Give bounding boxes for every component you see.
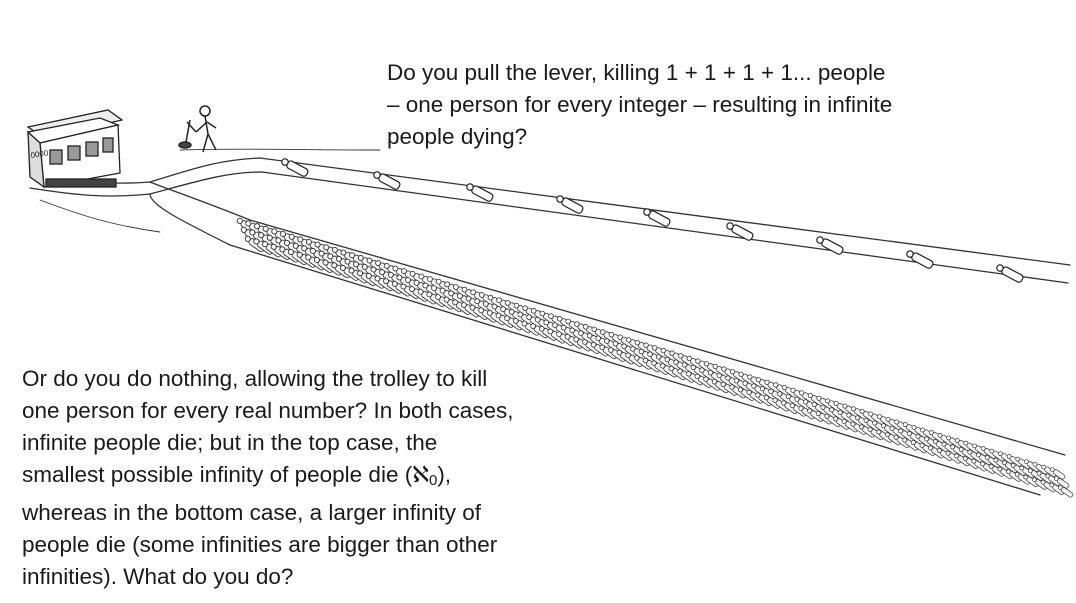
upper-track-rail xyxy=(149,157,1071,266)
bottom-caption-line: infinite people die; but in the top case… xyxy=(22,430,438,455)
lower-track-rail xyxy=(149,181,1066,456)
tied-person xyxy=(1050,467,1066,480)
tied-person xyxy=(1032,477,1048,490)
tied-person xyxy=(281,158,309,177)
lower-track-crowd xyxy=(236,217,1074,498)
bottom-caption-line: Or do you do nothing, allowing the troll… xyxy=(22,366,488,391)
tied-person xyxy=(772,397,790,412)
tied-person xyxy=(1014,472,1031,485)
bottom-caption-line: whereas in the bottom case, a larger inf… xyxy=(22,500,481,525)
top-caption: Do you pull the lever, killing 1 + 1 + 1… xyxy=(387,57,892,153)
tied-person xyxy=(816,395,834,410)
bottom-caption-line-aleph: smallest possible infinity of people die… xyxy=(22,459,514,497)
bottom-caption-line: one person for every real number? In bot… xyxy=(22,398,514,423)
lever-operator xyxy=(186,105,217,153)
tied-person xyxy=(837,409,855,424)
trolley-number-plate: 0000 xyxy=(30,149,49,160)
tied-person xyxy=(703,376,721,391)
tied-person xyxy=(928,430,945,444)
bottom-caption-line: infinities). What do you do? xyxy=(22,564,294,589)
aleph-symbol: ℵ xyxy=(412,462,429,487)
tied-person xyxy=(972,443,988,457)
top-caption-line: people dying? xyxy=(387,124,528,149)
bottom-caption-line: people die (some infinities are bigger t… xyxy=(22,532,498,557)
tied-person xyxy=(1015,456,1031,470)
tied-person xyxy=(876,429,893,443)
tied-person xyxy=(789,403,807,417)
tied-person xyxy=(1028,468,1044,481)
tied-person xyxy=(737,387,756,401)
upper-track-rail xyxy=(149,171,1069,284)
tied-person xyxy=(988,464,1005,477)
tied-person xyxy=(850,421,867,435)
tied-person xyxy=(829,407,846,421)
tied-person xyxy=(556,195,584,214)
tied-person xyxy=(1032,461,1049,475)
tied-person xyxy=(1045,473,1061,486)
tied-person xyxy=(1036,470,1053,484)
bottom-caption: Or do you do nothing, allowing the troll… xyxy=(22,363,514,593)
trolley: 0000 xyxy=(26,109,124,189)
tied-person xyxy=(373,171,401,190)
tied-person xyxy=(893,434,910,448)
tied-person xyxy=(1010,463,1027,476)
upper-track-people xyxy=(281,158,1024,283)
tied-person xyxy=(996,264,1024,283)
ground-line xyxy=(179,148,381,151)
tied-person xyxy=(967,449,984,463)
tied-person xyxy=(726,222,754,241)
tied-person xyxy=(906,431,924,445)
tied-person xyxy=(902,422,920,436)
top-caption-line: Do you pull the lever, killing 1 + 1 + 1… xyxy=(387,60,886,85)
tied-person xyxy=(1006,469,1022,482)
top-caption-line: – one person for every integer – resulti… xyxy=(387,92,893,117)
tied-person xyxy=(1054,476,1070,489)
tied-person xyxy=(816,236,844,255)
tied-person xyxy=(1058,485,1074,498)
ground-line xyxy=(39,199,161,233)
tied-person xyxy=(643,208,671,227)
tied-person xyxy=(466,183,494,202)
aleph-line-before: smallest possible infinity of people die… xyxy=(22,462,413,487)
aleph-line-after: ), xyxy=(437,462,452,487)
tied-person xyxy=(950,444,967,458)
lever-icon xyxy=(178,119,192,149)
tied-person xyxy=(906,250,934,269)
tied-person xyxy=(720,381,738,396)
tied-person xyxy=(954,453,971,467)
lower-track-rail xyxy=(149,193,1041,496)
main-track-rail xyxy=(29,187,151,197)
aleph-subscript: 0 xyxy=(428,472,438,489)
